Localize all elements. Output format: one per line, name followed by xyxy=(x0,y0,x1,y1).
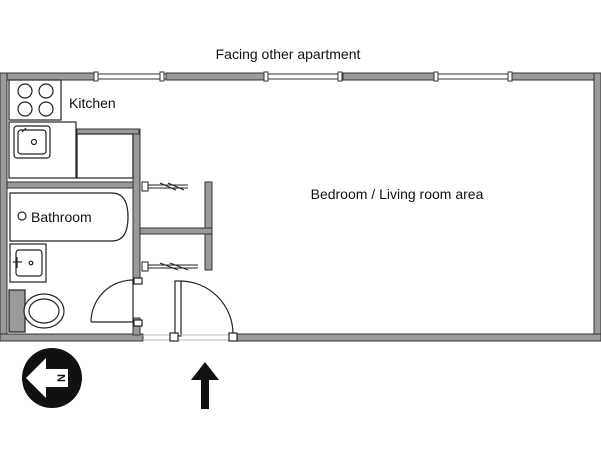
bottom-wall-left xyxy=(0,333,144,342)
closet-wall-lower xyxy=(204,233,213,271)
facing-label: Facing other apartment xyxy=(216,46,361,62)
bathtub xyxy=(9,192,129,242)
bath-partition-upper xyxy=(132,128,141,283)
bottom-wall-right xyxy=(234,333,601,342)
toilet-tank xyxy=(8,289,26,333)
top-wall-segment xyxy=(342,72,439,81)
burner xyxy=(38,83,54,99)
windows xyxy=(93,71,513,82)
kitchen-counter-edge xyxy=(76,128,140,135)
burner xyxy=(17,83,33,99)
left-wall xyxy=(0,72,8,342)
right-wall xyxy=(593,72,601,342)
tub-drain-icon xyxy=(17,211,27,221)
bathroom-label: Bathroom xyxy=(31,209,92,225)
top-wall-segment xyxy=(165,72,265,81)
kitchen-bath-wall xyxy=(6,181,136,189)
stove xyxy=(8,79,62,121)
burner xyxy=(38,101,54,117)
closet-rails xyxy=(141,181,198,272)
bathroom-door xyxy=(90,277,143,327)
north-compass-icon: N xyxy=(22,348,82,408)
top-wall-segment xyxy=(0,72,97,81)
kitchen-label: Kitchen xyxy=(69,95,116,111)
compass-letter: N xyxy=(56,374,68,382)
entrance-arrow-icon xyxy=(191,362,219,409)
top-wall-segment xyxy=(511,72,601,81)
burner xyxy=(17,101,33,117)
fridge xyxy=(76,133,134,179)
bathroom-fixtures xyxy=(8,192,129,333)
kitchen-fixtures xyxy=(8,79,134,179)
entrance-door xyxy=(143,280,238,342)
closet-wall-upper xyxy=(204,181,213,229)
closet-divider xyxy=(139,227,213,235)
living-room-label: Bedroom / Living room area xyxy=(311,186,484,202)
